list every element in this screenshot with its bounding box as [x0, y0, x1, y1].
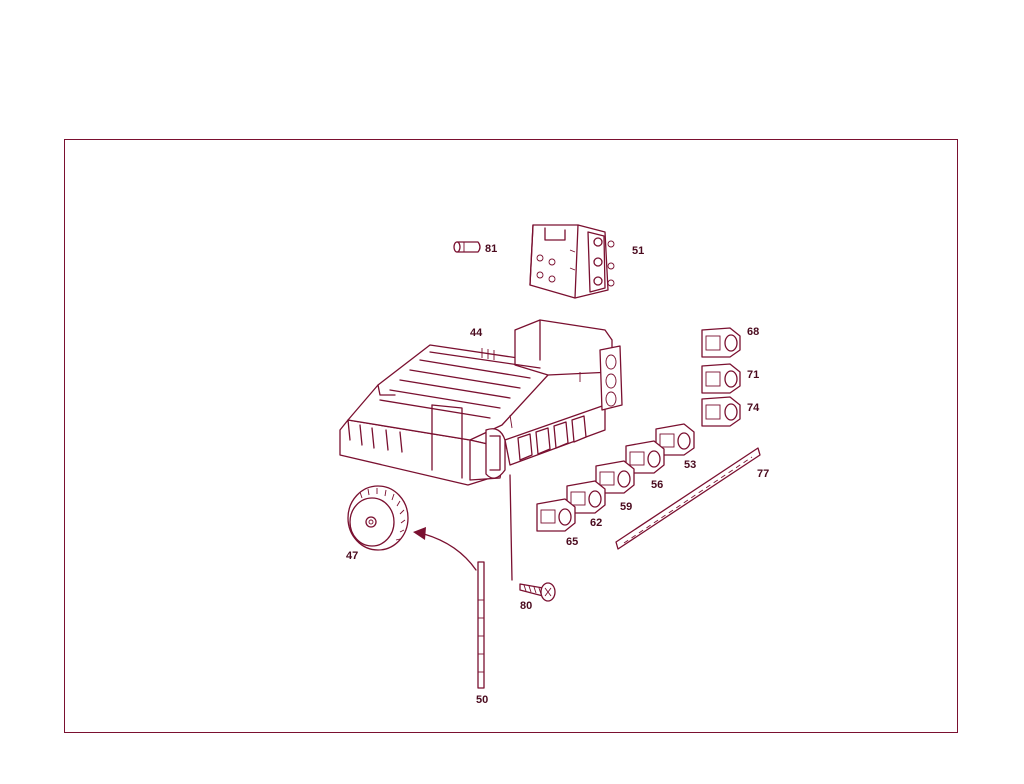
label-65: 65 [566, 536, 578, 548]
part-51-switch-block [529, 224, 615, 299]
label-74: 74 [747, 402, 760, 414]
label-71: 71 [747, 369, 759, 381]
label-62: 62 [590, 517, 602, 529]
arrow-shaft-to-knob [413, 527, 477, 571]
label-44: 44 [470, 327, 483, 339]
part-65-button [536, 498, 576, 532]
part-50-shaft [477, 561, 485, 689]
part-71-button [701, 363, 741, 394]
label-56: 56 [651, 479, 663, 491]
part-80-screw [509, 474, 556, 602]
label-80: 80 [520, 600, 532, 612]
part-68-button [701, 327, 741, 358]
part-47-knob [347, 485, 409, 551]
label-77: 77 [757, 468, 769, 480]
label-47: 47 [346, 550, 358, 562]
part-74-button [701, 396, 741, 427]
label-51: 51 [632, 245, 644, 257]
part-77-strip [615, 447, 761, 550]
part-44-control-unit [339, 319, 623, 486]
label-68: 68 [747, 326, 759, 338]
label-53: 53 [684, 459, 696, 471]
diagram-frame [64, 139, 958, 733]
label-59: 59 [620, 501, 632, 513]
part-56-button [625, 440, 665, 474]
part-81-bulb [453, 241, 481, 253]
part-59-button [595, 460, 635, 494]
label-81: 81 [485, 243, 497, 255]
label-50: 50 [476, 694, 488, 706]
